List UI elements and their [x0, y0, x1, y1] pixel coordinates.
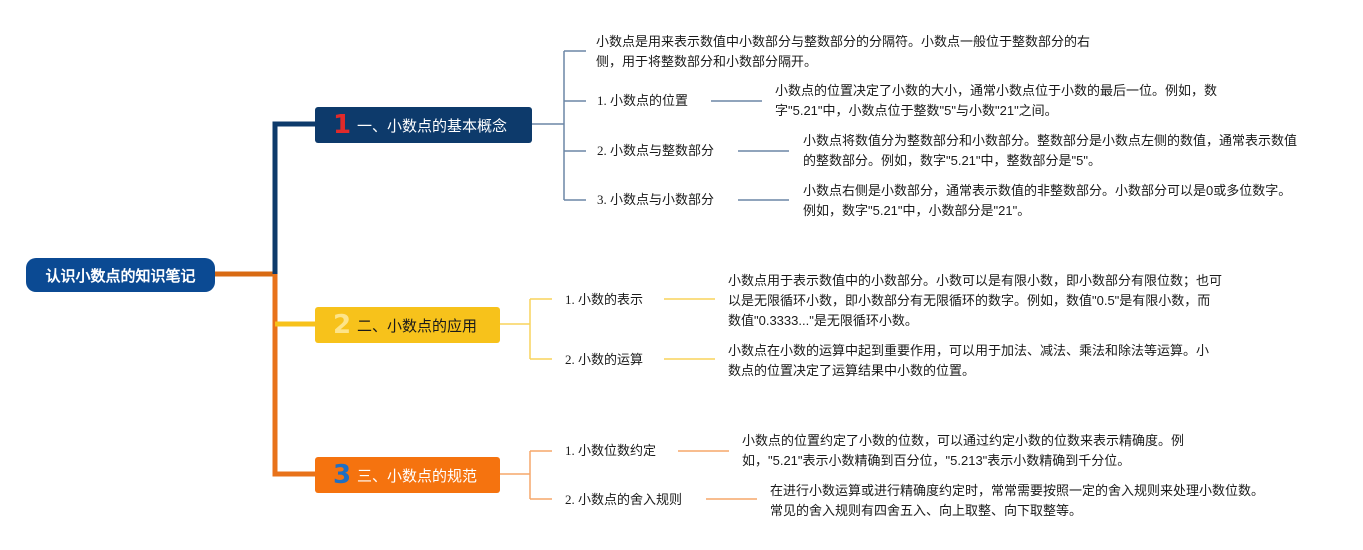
root-title: 认识小数点的知识笔记	[45, 267, 196, 285]
branch-1-intro: 小数点是用来表示数值中小数部分与整数部分的分隔符。小数点一般位于整数部分的右侧，…	[596, 34, 1091, 69]
branch-1-item-2-label[interactable]: 2. 小数点与整数部分	[597, 143, 715, 158]
branch-3-number: 3	[333, 460, 352, 490]
branch-2-item-2-desc: 小数点在小数的运算中起到重要作用，可以用于加法、减法、乘法和除法等运算。小数点的…	[728, 343, 1210, 378]
root-node[interactable]: 认识小数点的知识笔记	[26, 258, 215, 292]
branch-1-item-3-label[interactable]: 3. 小数点与小数部分	[597, 192, 715, 207]
branch-2-node[interactable]: 2 二、小数点的应用	[315, 307, 500, 343]
branch-3-item-1-desc: 小数点的位置约定了小数的位数，可以通过约定小数的位数来表示精确度。例如，"5.2…	[742, 433, 1185, 468]
branch-3-node[interactable]: 3 三、小数点的规范	[315, 457, 500, 493]
branch-1-item-1-label[interactable]: 1. 小数点的位置	[597, 93, 689, 108]
branch-3-title: 三、小数点的规范	[357, 467, 478, 485]
branch-3-item-2-label[interactable]: 2. 小数点的舍入规则	[565, 492, 683, 507]
branch-2-subtree	[500, 298, 715, 360]
branch-1-node[interactable]: 1 一、小数点的基本概念	[315, 107, 532, 143]
branch-2-item-1-label[interactable]: 1. 小数的表示	[565, 292, 644, 307]
branch-3-item-2-desc: 在进行小数运算或进行精确度约定时，常常需要按照一定的舍入规则来处理小数位数。常见…	[770, 483, 1265, 518]
branch-3-item-1-label[interactable]: 1. 小数位数约定	[565, 443, 657, 458]
branch-2-item-2-label[interactable]: 2. 小数的运算	[565, 352, 644, 367]
branch-1-item-1-desc: 小数点的位置决定了小数的大小，通常小数点位于小数的最后一位。例如，数字"5.21…	[775, 83, 1218, 118]
branch-2-title: 二、小数点的应用	[357, 317, 478, 335]
branch-1-title: 一、小数点的基本概念	[357, 117, 508, 135]
branch-2-item-1-desc: 小数点用于表示数值中的小数部分。小数可以是有限小数，即小数部分有限位数；也可以是…	[728, 273, 1223, 328]
branch-1-item-2-desc: 小数点将数值分为整数部分和小数部分。整数部分是小数点左侧的数值，通常表示数值的整…	[803, 133, 1298, 168]
branch-1-number: 1	[333, 110, 352, 140]
branch-1-item-3-desc: 小数点右侧是小数部分，通常表示数值的非整数部分。小数部分可以是0或多位数字。例如…	[803, 183, 1292, 218]
branch-3-connector	[272, 274, 316, 477]
branch-3-subtree	[500, 450, 757, 500]
branch-2-number: 2	[333, 310, 352, 340]
branch-1-subtree	[532, 50, 789, 201]
branch-1-connector	[272, 121, 316, 275]
